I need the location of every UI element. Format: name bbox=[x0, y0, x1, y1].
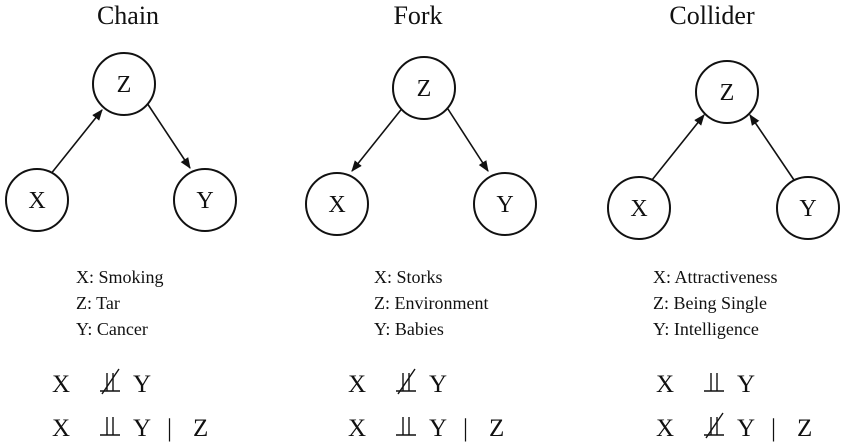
svg-text:X: X bbox=[52, 371, 70, 398]
collider-node-z: Z bbox=[695, 60, 759, 124]
fork-legend-line-2: Z: Environment bbox=[374, 293, 488, 313]
svg-text:Z: Z bbox=[417, 76, 432, 102]
fork-legend-line-3: Y: Babies bbox=[374, 319, 444, 339]
collider-relation-conditional: X Y | Z bbox=[656, 412, 812, 442]
fork-panel: Fork Z X Y X: Storks Z: Environment Y: B… bbox=[305, 1, 537, 442]
collider-relation-unconditional: X Y bbox=[656, 371, 755, 398]
svg-text:Z: Z bbox=[117, 72, 132, 98]
not-independent-symbol bbox=[100, 368, 120, 395]
fork-legend-line-1: X: Storks bbox=[374, 267, 443, 287]
svg-text:X: X bbox=[328, 192, 345, 218]
collider-legend-line-1: X: Attractiveness bbox=[653, 267, 777, 287]
chain-relation-conditional: X Y | Z bbox=[52, 415, 208, 442]
fork-node-y: Y bbox=[473, 172, 537, 236]
svg-text:Z: Z bbox=[489, 415, 504, 442]
chain-panel: Chain Z X Y X: Smoking Z: Tar Y: Cancer … bbox=[5, 1, 237, 442]
chain-node-x: X bbox=[5, 168, 69, 232]
chain-legend-line-2: Z: Tar bbox=[76, 293, 120, 313]
chain-node-y: Y bbox=[173, 168, 237, 232]
svg-text:X: X bbox=[52, 415, 70, 442]
chain-relation-unconditional: X Y bbox=[52, 368, 151, 398]
collider-panel: Collider Z X Y X: Attractiveness Z: Bein… bbox=[607, 1, 840, 442]
given-bar: | bbox=[463, 415, 468, 442]
collider-edge-x-to-z bbox=[651, 114, 705, 181]
fork-relation-conditional: X Y | Z bbox=[348, 415, 504, 442]
svg-text:Z: Z bbox=[720, 80, 735, 106]
fork-relation-unconditional: X Y bbox=[348, 368, 447, 398]
collider-node-y: Y bbox=[776, 176, 840, 240]
chain-node-z: Z bbox=[92, 52, 156, 116]
svg-text:X: X bbox=[348, 415, 366, 442]
svg-text:Y: Y bbox=[429, 415, 447, 442]
svg-text:Y: Y bbox=[737, 371, 755, 398]
collider-node-x: X bbox=[607, 176, 671, 240]
independent-symbol bbox=[704, 373, 724, 392]
fork-edge-z-to-y bbox=[445, 105, 489, 172]
svg-text:Y: Y bbox=[737, 415, 755, 442]
independent-symbol bbox=[100, 417, 120, 436]
fork-node-x: X bbox=[305, 172, 369, 236]
fork-edge-z-to-x bbox=[351, 105, 405, 172]
svg-text:X: X bbox=[656, 371, 674, 398]
svg-text:Y: Y bbox=[133, 371, 151, 398]
svg-text:Y: Y bbox=[496, 192, 513, 218]
chain-edge-x-to-z bbox=[49, 109, 103, 176]
not-independent-symbol bbox=[704, 412, 724, 439]
given-bar: | bbox=[771, 415, 776, 442]
independent-symbol bbox=[396, 417, 416, 436]
svg-text:Y: Y bbox=[196, 188, 213, 214]
chain-legend-line-1: X: Smoking bbox=[76, 267, 164, 287]
svg-text:Y: Y bbox=[133, 415, 151, 442]
chain-legend-line-3: Y: Cancer bbox=[76, 319, 148, 339]
collider-edge-y-to-z bbox=[749, 114, 795, 181]
svg-text:Z: Z bbox=[797, 415, 812, 442]
svg-text:X: X bbox=[28, 188, 45, 214]
chain-title: Chain bbox=[97, 1, 159, 30]
chain-edge-z-to-y bbox=[146, 102, 191, 169]
svg-text:Y: Y bbox=[429, 371, 447, 398]
svg-text:Y: Y bbox=[799, 196, 816, 222]
svg-text:X: X bbox=[348, 371, 366, 398]
svg-text:X: X bbox=[656, 415, 674, 442]
given-bar: | bbox=[167, 415, 172, 442]
fork-title: Fork bbox=[393, 1, 442, 30]
fork-node-z: Z bbox=[392, 56, 456, 120]
collider-title: Collider bbox=[669, 1, 755, 30]
svg-text:Z: Z bbox=[193, 415, 208, 442]
collider-legend-line-3: Y: Intelligence bbox=[653, 319, 759, 339]
svg-text:X: X bbox=[630, 196, 647, 222]
not-independent-symbol bbox=[396, 368, 416, 395]
collider-legend-line-2: Z: Being Single bbox=[653, 293, 767, 313]
